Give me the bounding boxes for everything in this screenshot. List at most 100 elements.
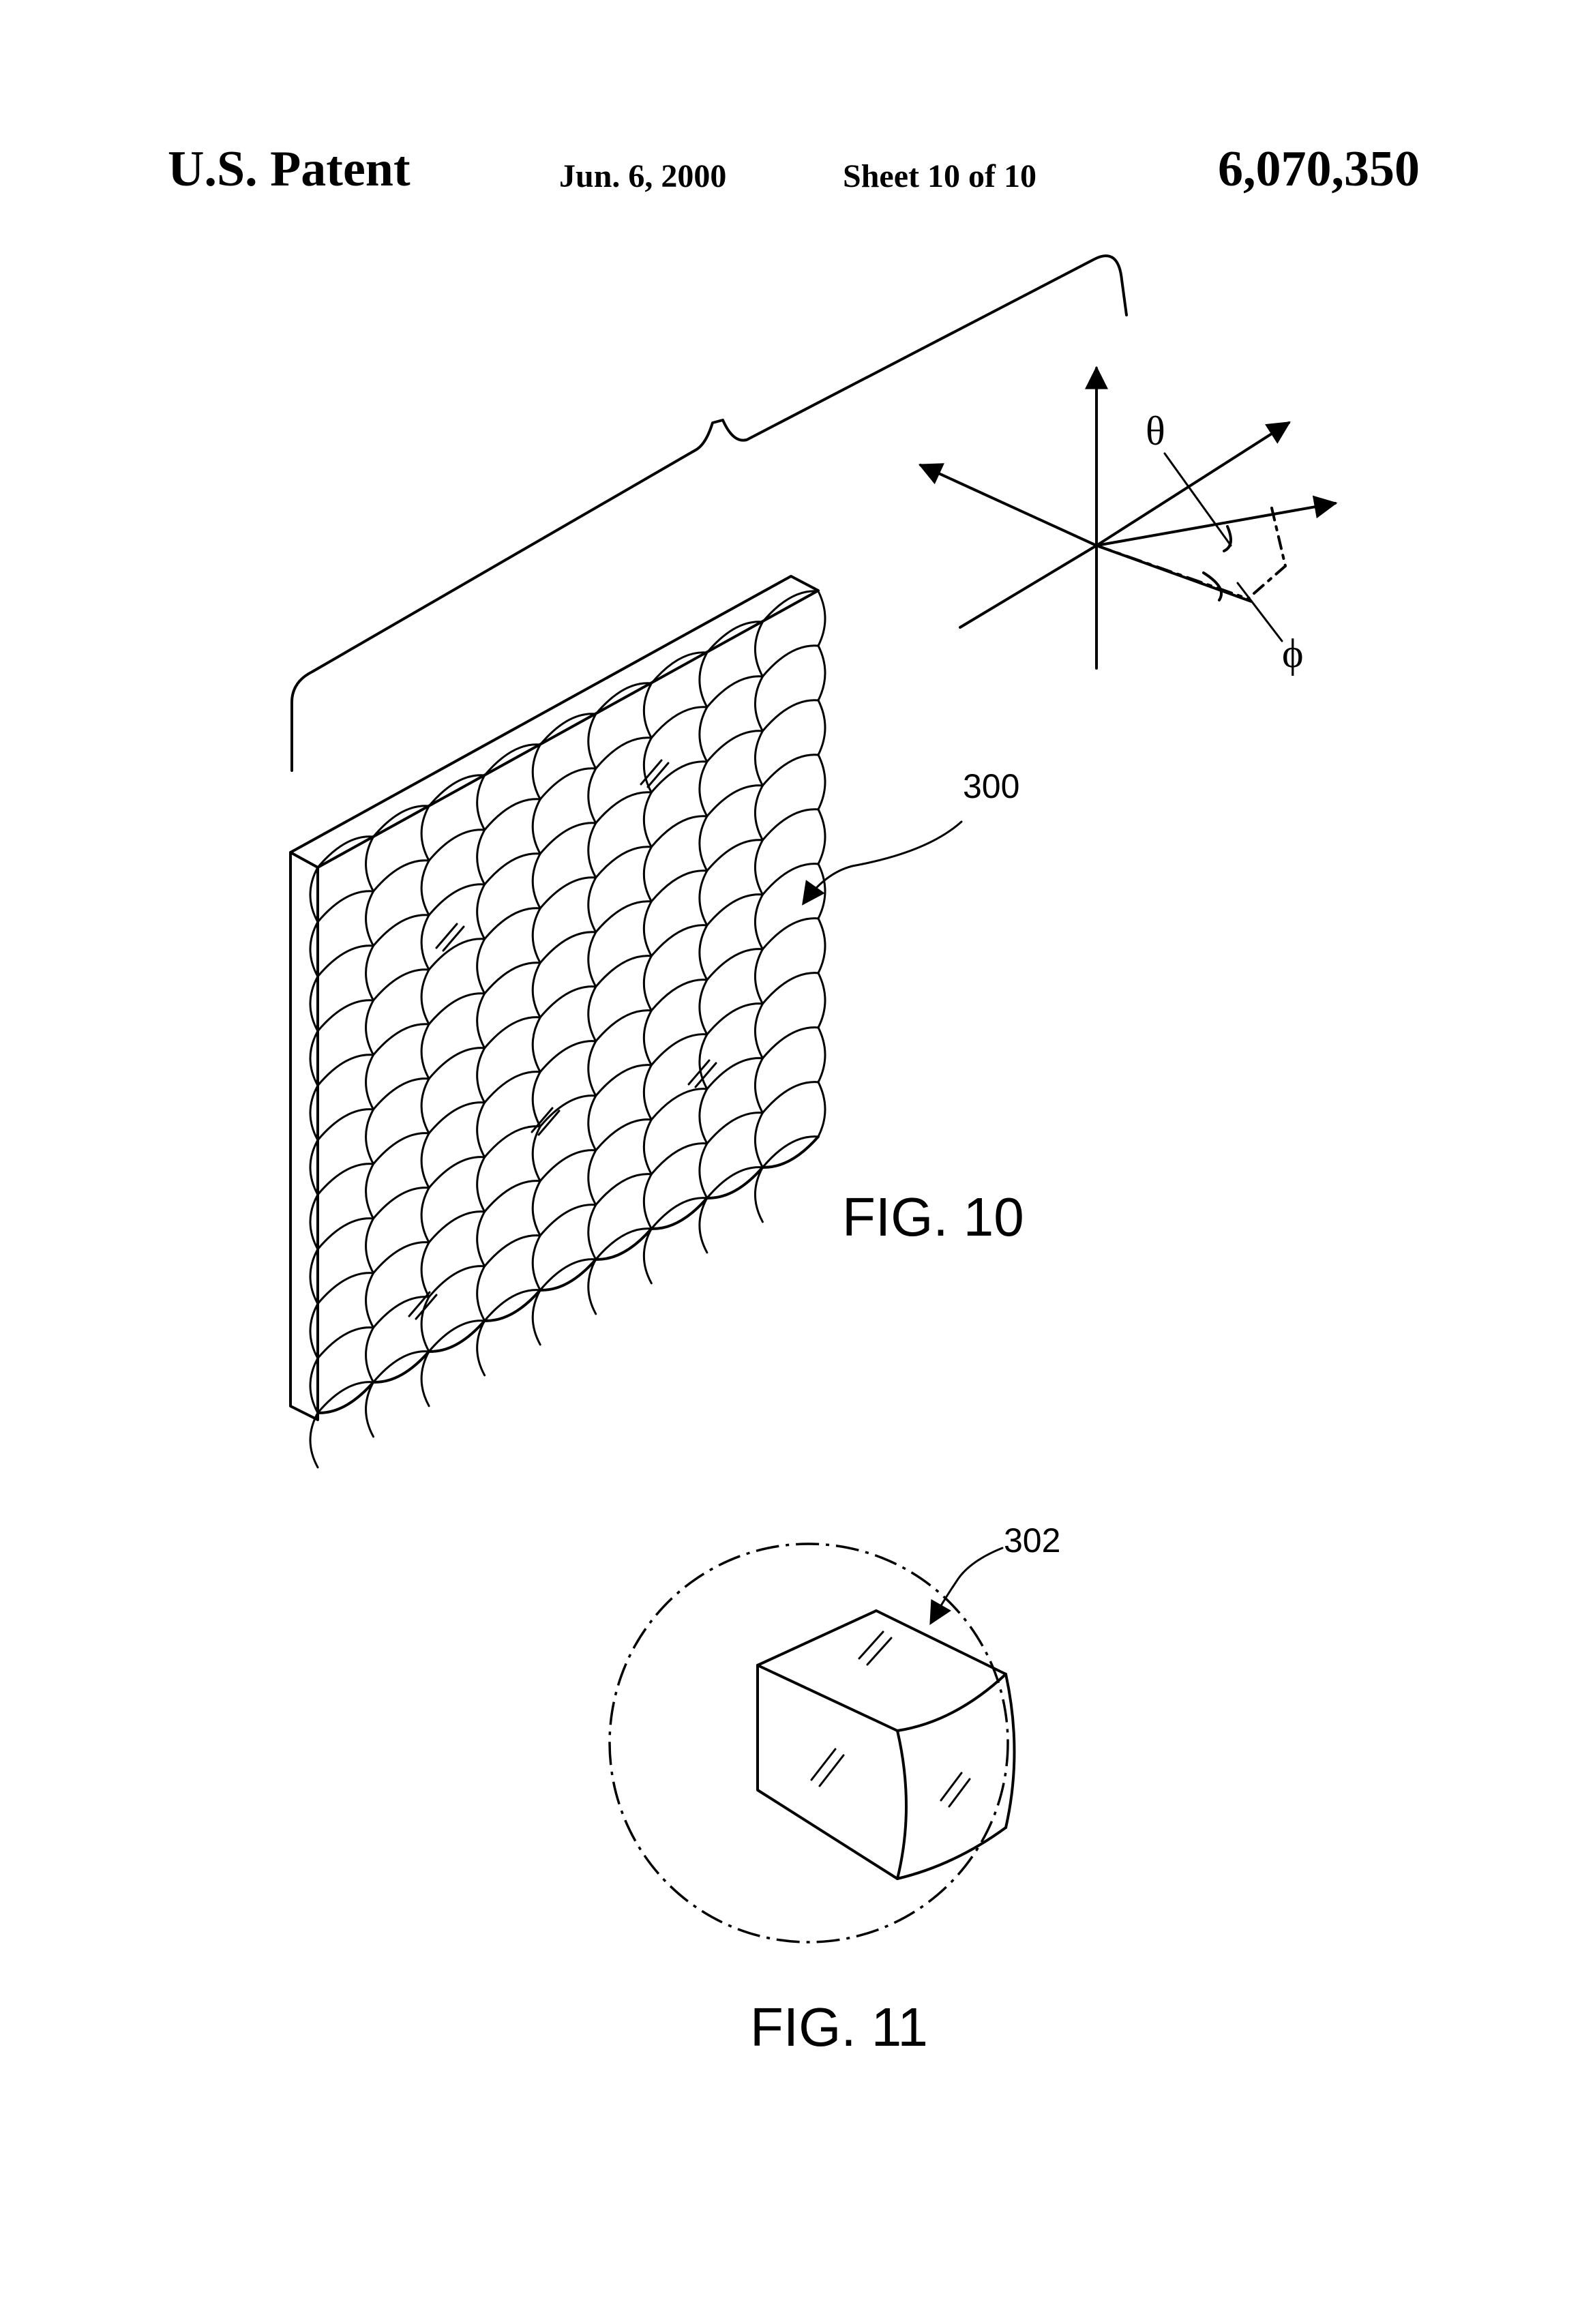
glass-hatch — [442, 925, 465, 952]
glass-hatch — [646, 762, 670, 788]
lenslet — [420, 1047, 486, 1135]
lenslet — [642, 1142, 708, 1230]
lenslet — [587, 736, 653, 824]
azimuth-reference — [1095, 544, 1253, 603]
lenslet — [753, 972, 820, 1060]
lenslet — [531, 1040, 597, 1128]
projection-base — [1247, 565, 1287, 600]
lenslet — [642, 1197, 708, 1285]
lenslet — [753, 917, 820, 1005]
lens-grid — [309, 590, 826, 1469]
lenslet — [531, 767, 597, 855]
lenslet — [420, 829, 486, 917]
header-left: U.S. Patent — [168, 141, 411, 197]
lenslet — [531, 1258, 597, 1346]
glass-hatch — [408, 1291, 431, 1317]
lenslet — [420, 883, 486, 971]
lenslet-front-left — [756, 1664, 899, 1880]
lenslet — [587, 1118, 653, 1206]
lenslet — [365, 1350, 430, 1438]
lenslet — [642, 1033, 708, 1121]
lenslet — [531, 822, 597, 910]
lenslet — [309, 1326, 375, 1414]
glass-hatch — [694, 1062, 717, 1088]
lenslet — [420, 1210, 486, 1298]
fig10-label: FIG. 10 — [842, 1187, 1024, 1247]
lenslet — [698, 675, 764, 763]
lenslet — [476, 962, 541, 1049]
lenslet — [698, 839, 764, 927]
lenslet-edge — [817, 863, 826, 920]
lenslet-edge — [817, 917, 826, 974]
glass-hatch — [640, 759, 663, 786]
y-axis — [1095, 421, 1291, 547]
ref-300: 300 — [963, 767, 1019, 805]
brace — [290, 254, 1128, 772]
coordinate-axes: θ ϕ — [918, 366, 1338, 676]
phi-arc — [1202, 571, 1223, 601]
lenslet — [365, 1296, 430, 1384]
lenslet — [420, 1265, 486, 1353]
lenslet — [753, 590, 820, 678]
lenslet — [309, 1217, 375, 1305]
lenslet — [309, 1272, 375, 1360]
lenslet — [698, 784, 764, 872]
lenslet-curved-top — [896, 1673, 1007, 1732]
lenslet — [531, 985, 597, 1073]
ref-302-leader — [929, 1547, 1004, 1625]
lenslet — [753, 863, 820, 951]
lenslet — [476, 1234, 541, 1322]
lenslet — [642, 924, 708, 1012]
lenslet-top-front — [756, 1664, 899, 1732]
lenslet — [698, 1166, 764, 1254]
lens-array-top — [289, 575, 820, 869]
lenslet — [420, 1101, 486, 1189]
lenslet — [420, 1156, 486, 1244]
lenslet — [365, 1187, 430, 1275]
lens-array-side — [289, 851, 319, 1421]
y-axis-negative — [959, 544, 1098, 629]
lenslet — [309, 999, 375, 1087]
lenslet — [476, 1016, 541, 1104]
phi-label: ϕ — [1282, 631, 1304, 676]
lens-array-bottom — [316, 1135, 820, 1414]
lenslet — [365, 1132, 430, 1220]
lenslet — [365, 1241, 430, 1329]
header-date: Jun. 6, 2000 — [559, 158, 727, 194]
lenslet — [753, 644, 820, 732]
lenslet — [753, 808, 820, 896]
lenslet-top-back — [756, 1609, 1007, 1675]
lenslet — [476, 1071, 541, 1159]
lenslet — [587, 900, 653, 988]
lenslet — [698, 1112, 764, 1200]
lenslet — [365, 968, 430, 1056]
lenslet — [531, 1149, 597, 1237]
lenslet — [365, 914, 430, 1002]
lenslet — [698, 1002, 764, 1090]
lenslet-curved-bottom — [896, 1826, 1007, 1880]
lenslet — [753, 1135, 820, 1223]
lenslet — [642, 869, 708, 957]
fig11-label: FIG. 11 — [750, 1997, 928, 2057]
lenslet — [365, 1023, 430, 1111]
lenslet — [476, 1125, 541, 1213]
lenslet-edge — [817, 1081, 826, 1138]
lenslet — [531, 876, 597, 964]
lenslet — [365, 1077, 430, 1165]
lenslet — [420, 774, 486, 862]
ref-302: 302 — [1004, 1521, 1060, 1560]
theta-leader — [1163, 452, 1232, 547]
lenslet — [698, 621, 764, 709]
lenslet — [642, 979, 708, 1067]
lenslet — [309, 944, 375, 1032]
glass-hatch — [531, 1107, 554, 1133]
lenslet — [753, 699, 820, 787]
lenslet-curved-back — [1004, 1673, 1016, 1829]
lenslet — [309, 1381, 375, 1469]
glass-hatch — [435, 923, 458, 949]
theta-label: θ — [1146, 408, 1165, 453]
lenslet — [365, 859, 430, 947]
lenslet — [476, 1289, 541, 1377]
lenslet-edge — [817, 590, 826, 647]
